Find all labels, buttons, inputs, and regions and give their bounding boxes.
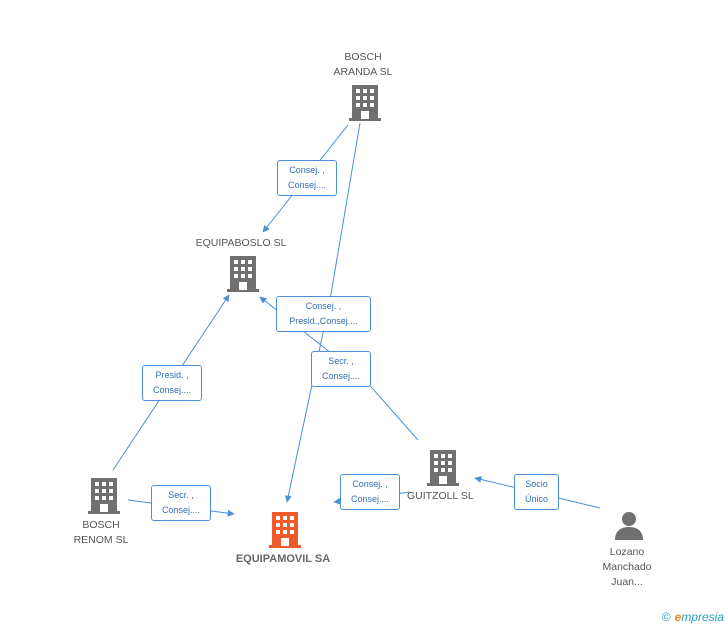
edge-label-guitzoll-equipaboslo[interactable]: Secr. , Consej.... (311, 351, 371, 387)
edge-label-line: Consej.... (321, 371, 361, 381)
edge-label-line: Socio (525, 479, 548, 489)
node-label-guitzoll: GUITZOLL SL (407, 489, 474, 504)
edge-label-line: Consej. , (305, 301, 342, 311)
building-icon-main[interactable] (269, 512, 301, 548)
building-icon[interactable] (427, 450, 459, 486)
edge-label-renom-equipaboslo[interactable]: Presid. , Consej.... (142, 365, 202, 401)
node-label-line: GUITZOLL SL (407, 490, 474, 502)
node-label-line: RENOM SL (73, 534, 129, 546)
edge-label-lozano-guitzoll[interactable]: Socio Único (514, 474, 559, 510)
node-label-line: EQUIPAMOVIL SA (235, 553, 331, 565)
brand-initial: e (674, 610, 682, 624)
edge-label-line: Consej.... (350, 494, 390, 504)
edge-label-line: Secr. , (328, 356, 354, 366)
node-label-line: Lozano (609, 546, 645, 558)
edge-label-line: Consej. , (352, 479, 388, 489)
node-label-line: BOSCH (344, 51, 382, 63)
building-icon[interactable] (227, 256, 259, 292)
person-icon[interactable] (614, 510, 644, 540)
edge-label-aranda-equipaboslo[interactable]: Consej. , Consej.... (277, 160, 337, 196)
edge-label-line: Secr. , (168, 490, 194, 500)
edge-label-aranda-equipamovil[interactable]: Consej. , Presid.,Consej.... (276, 296, 371, 332)
node-label-line: Juan... (611, 576, 643, 588)
edge-label-line: Consej. , (289, 165, 325, 175)
edge-label-line: Presid.,Consej.... (289, 316, 358, 326)
edge-label-line: Consej.... (287, 180, 327, 190)
node-label-lozano: Lozano Manchado Juan... (602, 545, 651, 590)
node-label-line: EQUIPABOSLO SL (195, 237, 287, 249)
node-label-equipaboslo: EQUIPABOSLO SL (196, 236, 287, 251)
edge-label-line: Único (524, 494, 548, 504)
node-label-bosch-aranda: BOSCH ARANDA SL (334, 50, 393, 80)
node-label-equipamovil: EQUIPAMOVIL SA (236, 552, 330, 567)
edge-label-line: Consej.... (152, 385, 192, 395)
copyright-icon: © (661, 610, 671, 624)
building-icon[interactable] (349, 85, 381, 121)
edge-label-line: Consej.... (161, 505, 201, 515)
brand-name: mpresia (681, 610, 724, 624)
node-label-line: Manchado (602, 561, 652, 573)
building-icon[interactable] (88, 478, 120, 514)
node-label-bosch-renom: BOSCH RENOM SL (74, 518, 129, 548)
edge-label-renom-equipamovil[interactable]: Secr. , Consej.... (151, 485, 211, 521)
node-label-line: ARANDA SL (333, 66, 393, 78)
node-label-line: BOSCH (82, 519, 120, 531)
empresia-logo[interactable]: ©empresia (662, 610, 724, 624)
edge-label-line: Presid. , (155, 370, 189, 380)
edge-label-guitzoll-equipamovil[interactable]: Consej. , Consej.... (340, 474, 400, 510)
